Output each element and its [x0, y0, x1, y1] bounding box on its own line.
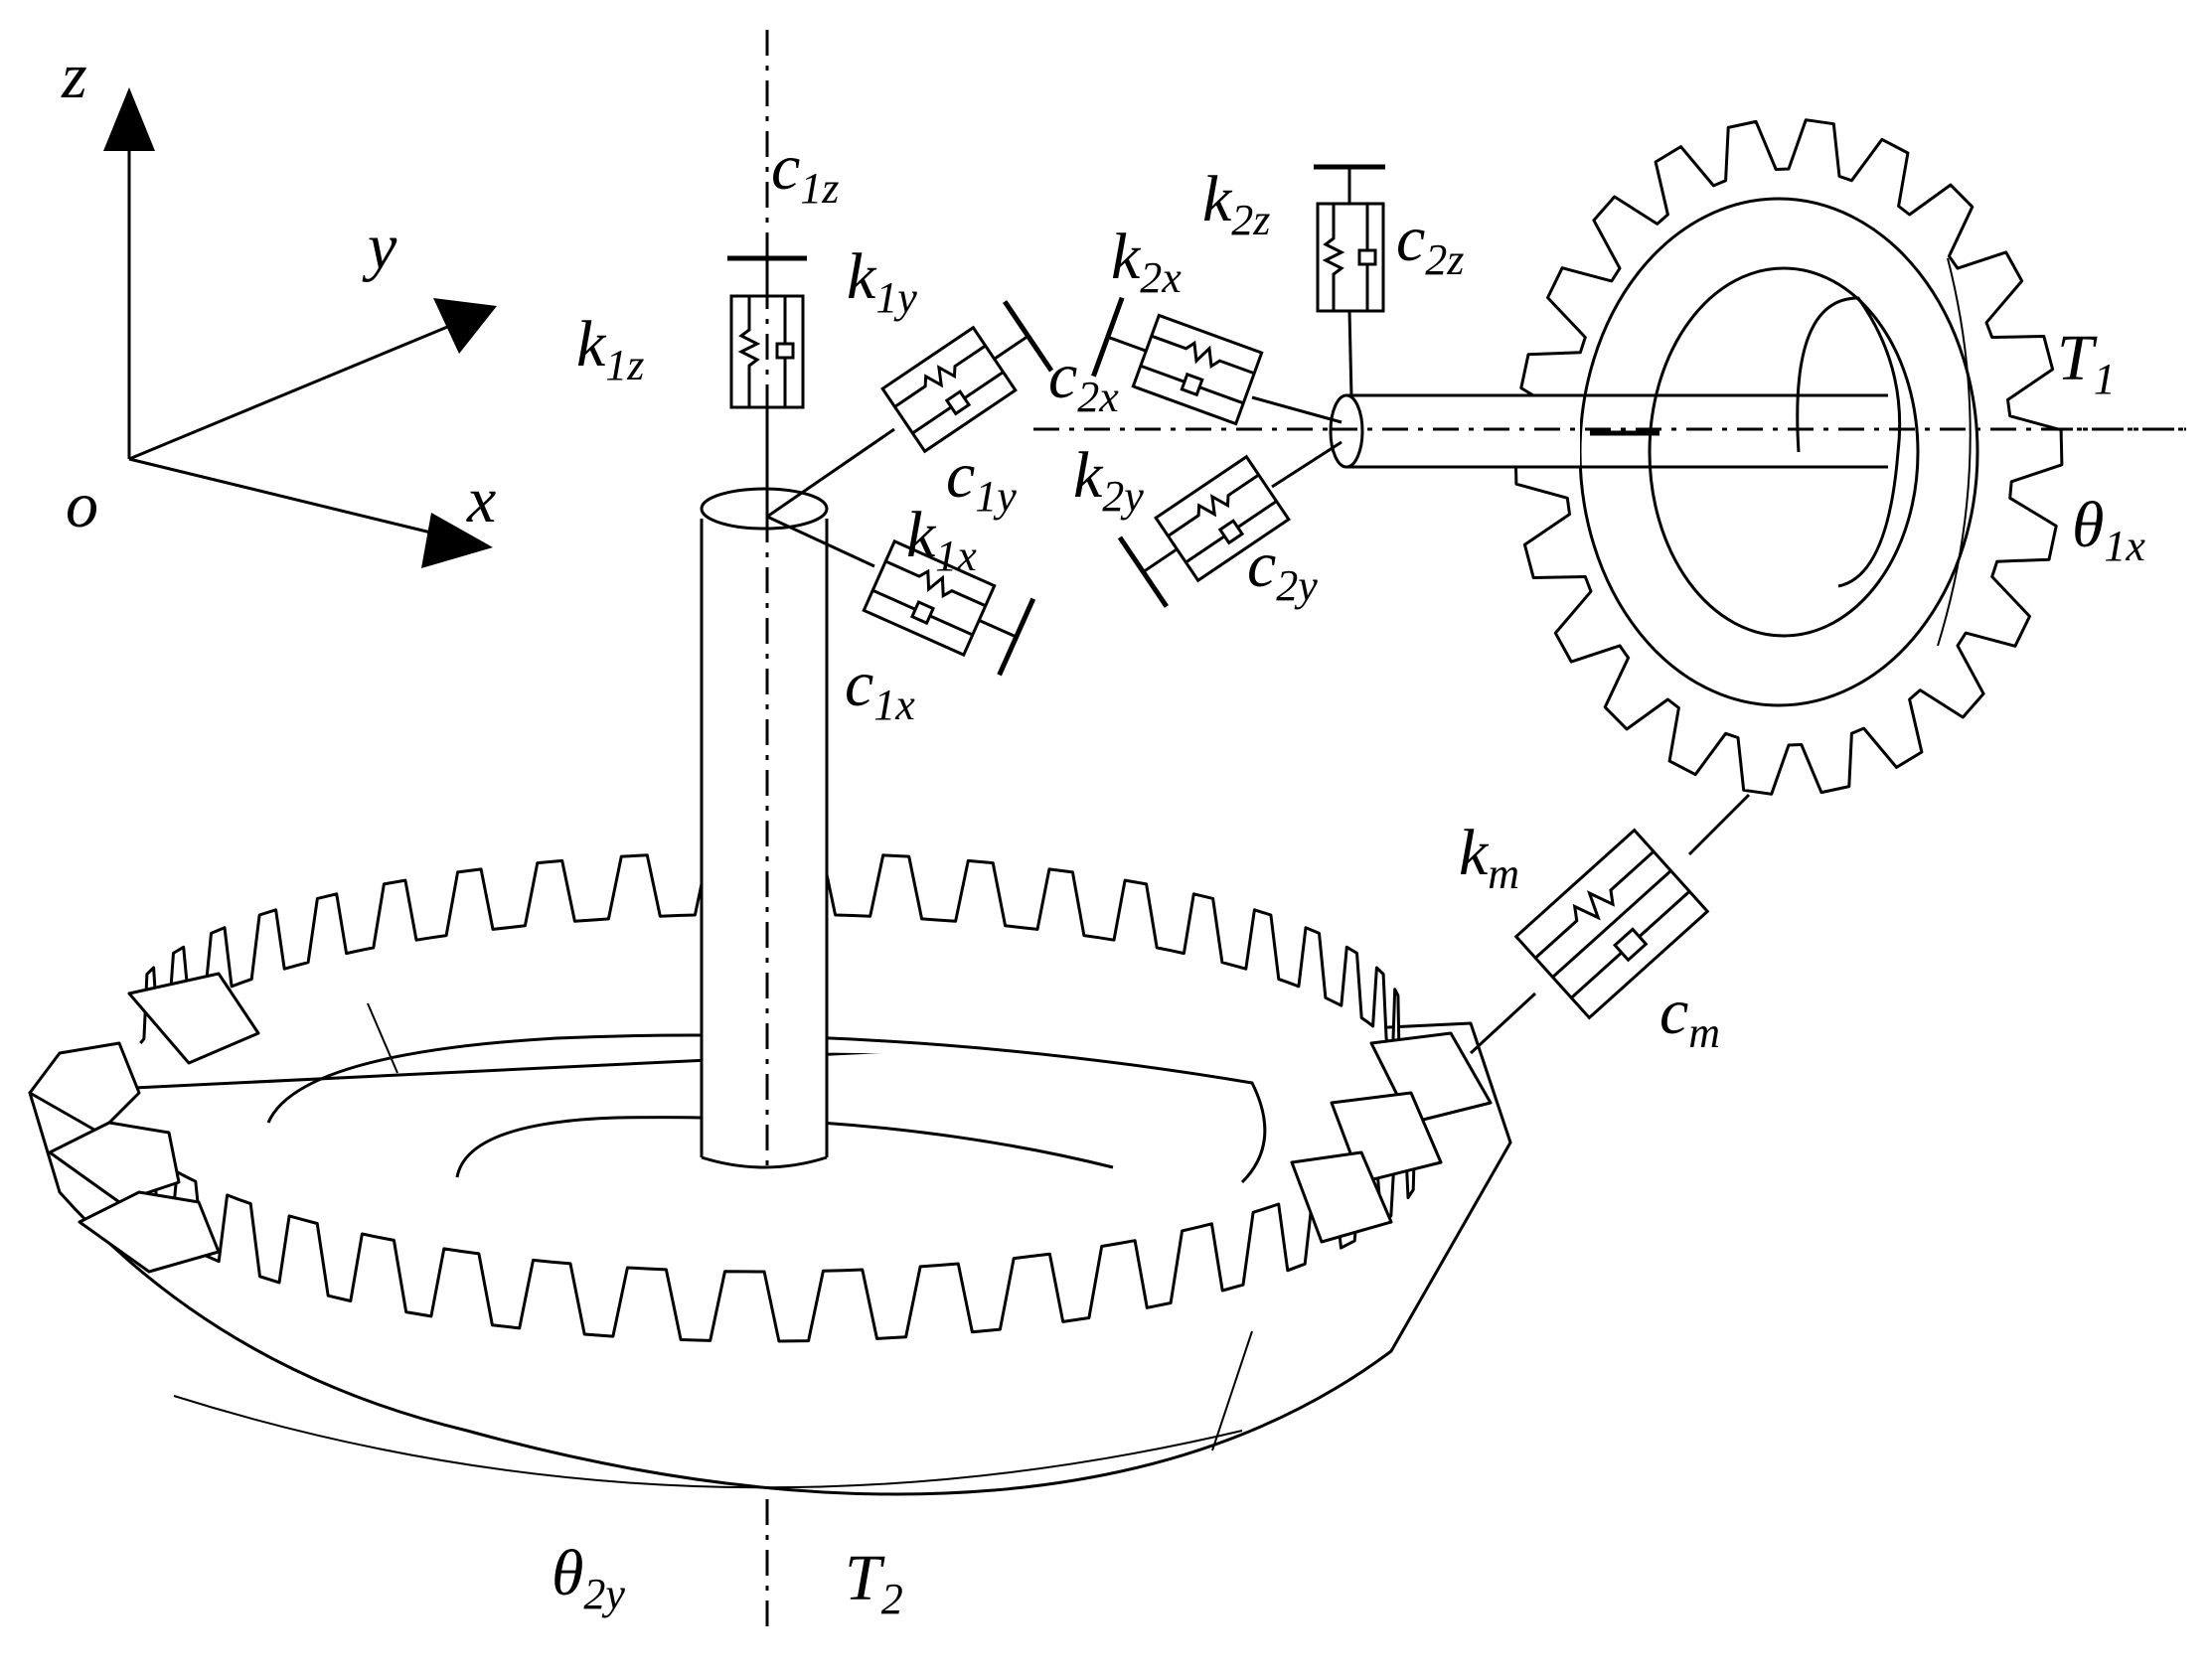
support-y2-outer-link	[1142, 547, 1179, 573]
damper-c1z	[775, 342, 795, 360]
driven-gear-bore-edge	[455, 1116, 1114, 1178]
horizontal-shaft	[1329, 393, 2186, 469]
support-x2	[1091, 296, 1343, 426]
label-k2x: k2x	[1111, 221, 1182, 302]
mesh-coupling	[1469, 793, 1751, 1055]
y-axis	[128, 321, 458, 461]
spring-k2z	[1322, 204, 1345, 311]
pinion-teeth-outline	[1513, 118, 2064, 796]
label-k1x: k1x	[906, 499, 977, 580]
support-y1	[766, 300, 1054, 519]
label-c1z: c1z	[771, 131, 839, 213]
driving-pinion-gear	[1513, 118, 2064, 796]
z-axis-label: z	[61, 40, 87, 112]
vertical-shaft-bottom	[701, 1155, 828, 1169]
support-x1	[766, 515, 1036, 677]
ground-y2	[1117, 535, 1169, 608]
spring-k1y	[893, 344, 987, 408]
damper-cm	[1570, 890, 1691, 999]
spring-k2y	[1167, 473, 1260, 537]
spring-k1z	[737, 296, 761, 407]
pinion-bore	[1796, 296, 1902, 588]
horizontal-shaft-end	[1329, 393, 1364, 469]
driven-bevel-gear	[28, 850, 1512, 1496]
x-axis	[128, 457, 448, 538]
spring-km	[1534, 850, 1656, 960]
mesh-link-upper	[1687, 793, 1751, 856]
support-x1-outer-link	[978, 619, 1018, 639]
spring-damper-box-z2	[1316, 202, 1385, 313]
support-y1-link	[766, 427, 895, 519]
spring-k2x	[1151, 334, 1255, 376]
damper-c2x	[1140, 364, 1244, 405]
label-k1z: k1z	[576, 308, 644, 389]
driven-gear-front-teeth	[119, 1116, 1417, 1343]
label-k2z: k2z	[1202, 163, 1270, 244]
pinion-rim-edge	[1937, 257, 1972, 647]
ground-x2	[1091, 296, 1125, 378]
support-y2	[1117, 440, 1343, 608]
labels: c1z k1z k1y c1y k1x c1x k2z c2z k2x c2x …	[552, 131, 2145, 1623]
label-cm: cm	[1659, 976, 1720, 1057]
origin-label: o	[66, 469, 98, 541]
label-k1y: k1y	[847, 240, 917, 322]
vertical-shaft	[700, 487, 829, 1172]
x-axis-arrow	[421, 513, 493, 568]
label-c2y: c2y	[1247, 529, 1318, 610]
driven-gear-left-tooth-3	[78, 1190, 221, 1274]
pinion-face-inner	[1648, 266, 1920, 638]
driven-gear-seam-left	[367, 1002, 398, 1074]
label-c1x: c1x	[845, 648, 915, 729]
support-y2-link	[1271, 440, 1343, 489]
support-x1-link	[766, 515, 875, 568]
coordinate-system: z y x o	[61, 40, 497, 568]
y-axis-label: y	[362, 211, 397, 283]
ground-x1	[997, 597, 1036, 677]
x-axis-label: x	[466, 464, 496, 536]
label-k2y: k2y	[1073, 439, 1144, 521]
driven-gear-left-tooth-4	[127, 972, 260, 1065]
label-c2z: c2z	[1396, 203, 1464, 284]
label-T1: T1	[2057, 322, 2116, 403]
label-theta2y: θ2y	[552, 1537, 625, 1618]
support-x2-outer-link	[1107, 335, 1147, 353]
mesh-center-line	[1551, 869, 1672, 979]
driven-gear-seam-right	[1211, 1330, 1253, 1451]
support-z2	[1314, 164, 1385, 398]
support-z2-bottom-link	[1347, 310, 1353, 398]
spring-damper-box-y1	[880, 325, 1018, 454]
damper-c1x	[871, 588, 974, 637]
driven-gear-right-tooth-3	[1290, 1150, 1393, 1244]
spring-k1x	[884, 559, 987, 608]
ground-y1	[1003, 300, 1054, 373]
damper-c2y	[1185, 500, 1278, 564]
label-c1y: c1y	[946, 439, 1017, 521]
mesh-link-lower	[1469, 992, 1537, 1055]
support-z1	[727, 255, 807, 517]
spring-damper-box-y2	[1154, 454, 1291, 583]
y-axis-arrow	[433, 298, 497, 354]
driven-gear-left-tooth-2	[48, 1121, 181, 1204]
label-km: km	[1459, 817, 1519, 898]
label-T2: T2	[845, 1542, 903, 1623]
support-y1-outer-link	[993, 335, 1029, 361]
vertical-shaft-top	[700, 487, 829, 531]
label-c2x: c2x	[1048, 340, 1119, 421]
z-axis-arrow	[103, 87, 155, 151]
damper-c1y	[911, 371, 1005, 435]
label-theta1x: θ1x	[2072, 489, 2145, 570]
driven-gear-bottom-edge	[173, 1395, 1243, 1489]
damper-c2z	[1357, 248, 1377, 266]
support-x2-link	[1251, 395, 1343, 424]
driven-gear-left-tooth-1	[28, 1041, 141, 1135]
